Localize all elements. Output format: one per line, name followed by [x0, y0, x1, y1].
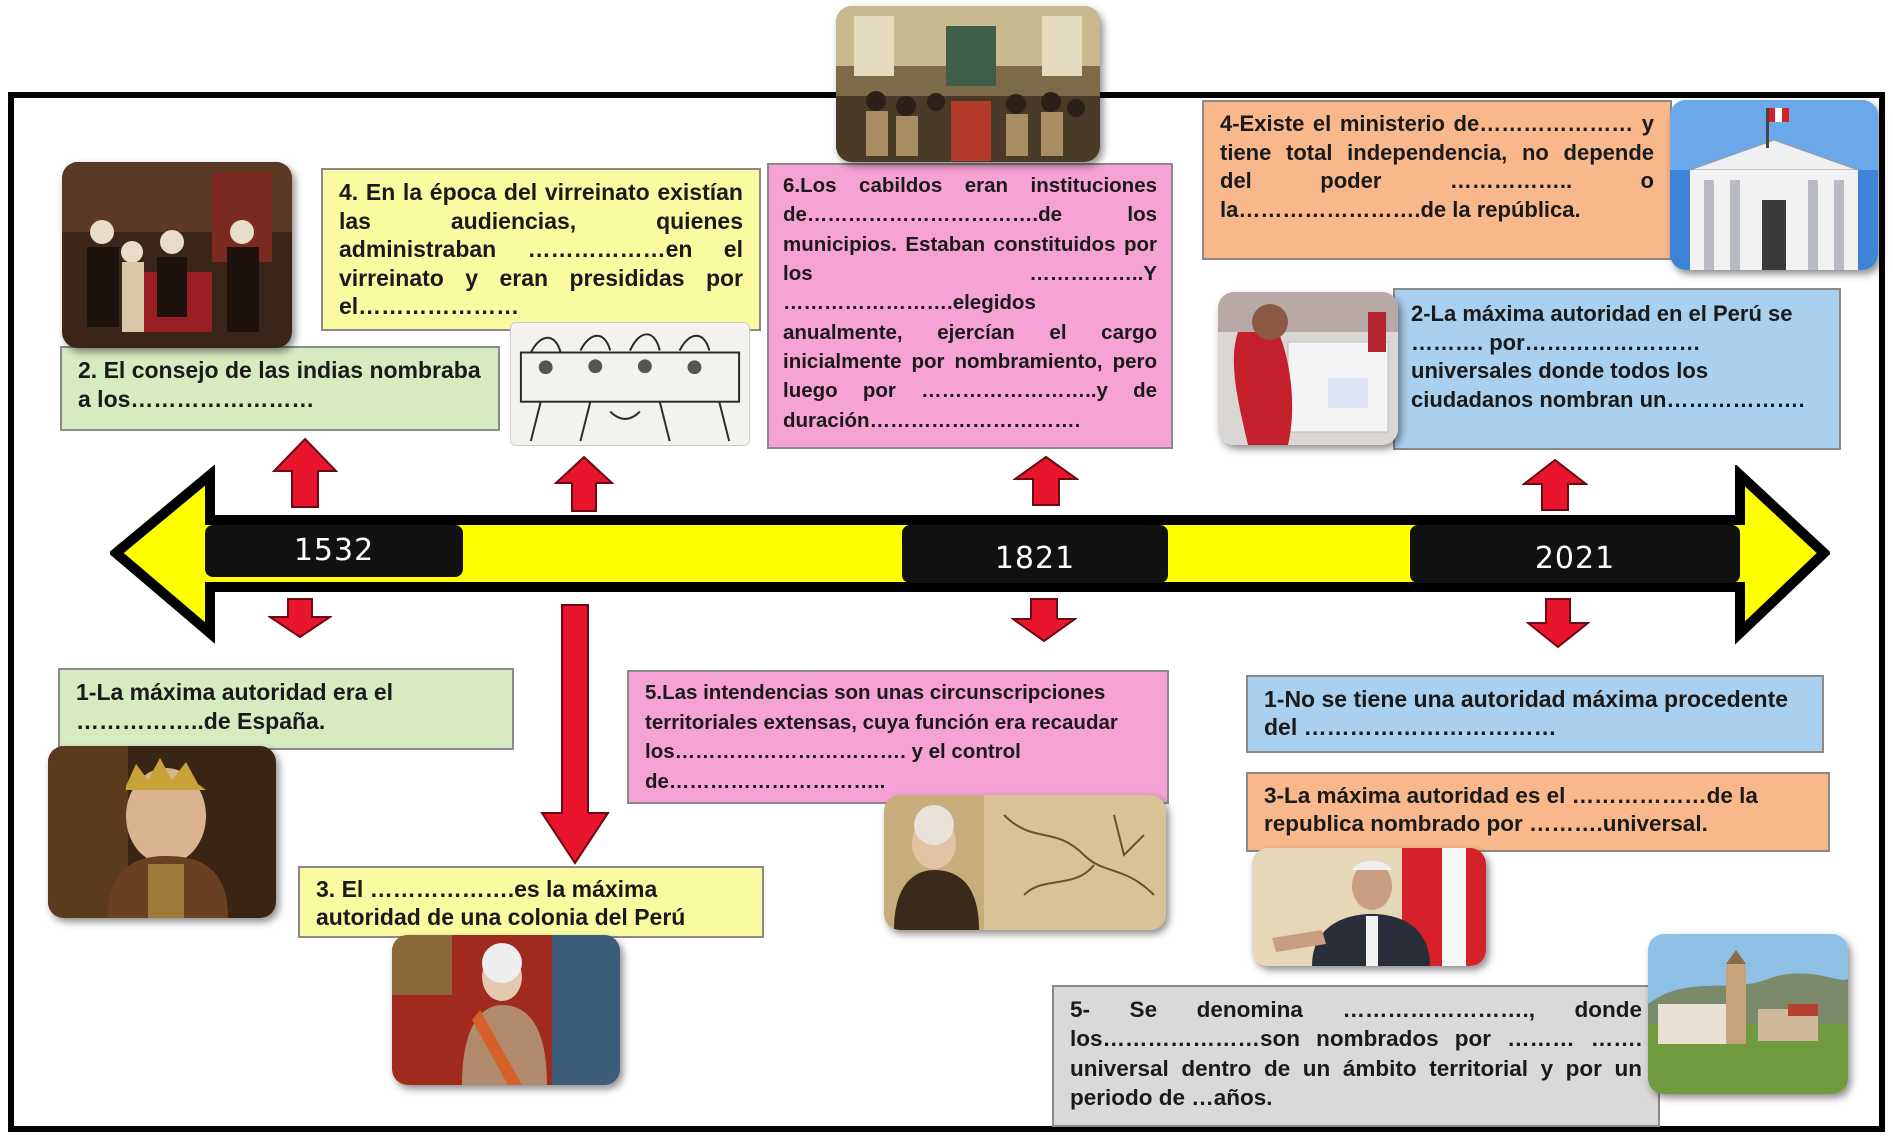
- cabildos-box: 6.Los cabildos eran instituciones de……………: [767, 163, 1173, 449]
- viceroy-portrait: [392, 935, 620, 1085]
- consejo-indias-box: 2. El consejo de las indias nombraba a l…: [60, 346, 500, 431]
- audiencias-box: 4. En la época del virreinato existían l…: [321, 168, 761, 331]
- ministerio-box: 4-Existe el ministerio de………………… y tiene…: [1202, 100, 1672, 260]
- year-label-2021: 2021: [1410, 525, 1740, 583]
- red-arrow-up-2021: [1522, 458, 1588, 511]
- presidente-box: 3-La máxima autoridad es el ………………de la …: [1246, 772, 1830, 852]
- red-arrow-up-1821: [1013, 455, 1079, 506]
- council-of-indies-painting: [62, 162, 292, 348]
- virrey-box: 3. El ……………….es la máxima autoridad de u…: [298, 866, 764, 938]
- town-plaza-photo: [1648, 934, 1848, 1094]
- red-arrow-down-1532: [268, 598, 332, 639]
- red-arrow-up-audiencias: [554, 455, 614, 512]
- year-label-1821: 1821: [902, 525, 1168, 583]
- municipio-box: 5- Se denomina ……………………., donde los………………: [1052, 985, 1660, 1127]
- red-arrow-down-long: [540, 604, 610, 865]
- audiencia-engraving: [510, 322, 750, 446]
- king-portrait: [48, 746, 276, 918]
- red-arrow-down-2021: [1526, 598, 1590, 649]
- maxima-autoridad-box: 1-La máxima autoridad era el ……………..de E…: [58, 668, 514, 750]
- red-arrow-down-1821: [1011, 598, 1077, 643]
- year-label-1532: 1532: [205, 525, 463, 577]
- palace-of-justice-photo: [1670, 100, 1878, 270]
- intendencias-box: 5.Las intendencias son unas circunscripc…: [627, 670, 1169, 804]
- elecciones-box: 2-La máxima autoridad en el Perú se ……….…: [1393, 288, 1841, 450]
- ballot-box-photo: [1218, 292, 1398, 445]
- intendente-portrait: [884, 795, 1166, 930]
- president-photo: [1252, 848, 1486, 966]
- autoridad-procedente-box: 1-No se tiene una autoridad máxima proce…: [1246, 675, 1824, 753]
- cabildo-painting: [836, 6, 1100, 162]
- red-arrow-up-1532: [272, 437, 338, 508]
